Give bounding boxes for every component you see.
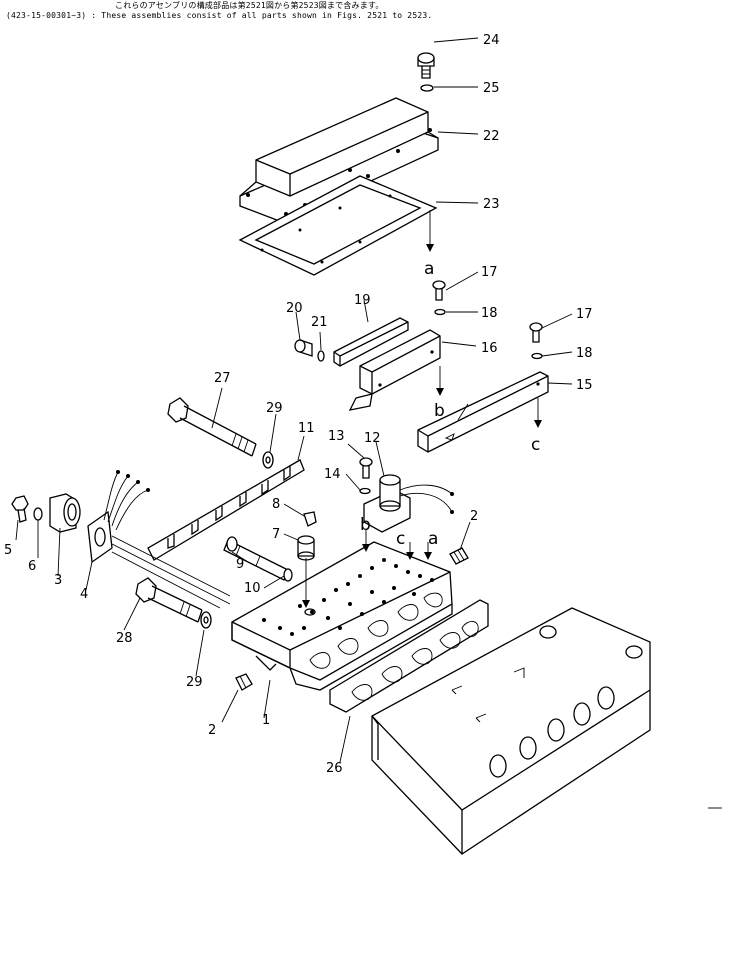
callout-27: 27: [214, 371, 231, 386]
cover-box-part-22: [239, 97, 439, 223]
callout-20: 20: [286, 301, 303, 316]
callout-26: 26: [326, 761, 343, 776]
callout-6: 6: [28, 559, 36, 574]
callout-5: 5: [4, 543, 12, 558]
header-english-note: (423-15-00301~3) : These assemblies cons…: [6, 11, 433, 20]
plug-part-2-left: [235, 673, 253, 691]
callout-10: 10: [244, 581, 261, 596]
callout-14: 14: [324, 467, 341, 482]
letter-c-bottom: c: [396, 529, 405, 549]
callout-8: 8: [272, 497, 280, 512]
callout-4: 4: [80, 587, 88, 602]
bolt-part-20: [294, 339, 313, 357]
connector-part-3: [49, 493, 81, 533]
callout-25: 25: [483, 81, 500, 96]
callout-28: 28: [116, 631, 133, 646]
bolt-part-17-right: [529, 322, 543, 343]
solenoid-part-12: [363, 474, 454, 533]
callout-22: 22: [483, 129, 500, 144]
callout-29: 29: [266, 401, 283, 416]
callout-7: 7: [272, 527, 280, 542]
letter-c-top: c: [531, 435, 540, 455]
callout-18: 18: [481, 306, 498, 321]
plug-part-8: [303, 511, 317, 527]
bolt-part-27: [167, 397, 257, 457]
callout-numbers: 24 25 22 23 17 18 17 18 16 15 19 20 21 2…: [4, 33, 593, 776]
washer-part-14: [359, 487, 371, 495]
valve-body-part-1: [231, 541, 453, 691]
letter-a-top: a: [424, 259, 434, 279]
callout-18b: 18: [576, 346, 593, 361]
leader-lines: [15, 37, 573, 763]
ring-part-10: [283, 568, 293, 582]
bolt-part-5: [11, 495, 29, 523]
gasket-part-23: [238, 175, 438, 276]
letter-b-top: b: [434, 401, 445, 421]
callout-9: 9: [236, 557, 244, 572]
callout-23: 23: [483, 197, 500, 212]
callout-24: 24: [483, 33, 500, 48]
bracket-part-19: [333, 317, 409, 367]
plate-part-4: [87, 470, 231, 609]
gasket-part-26: [329, 599, 489, 713]
bolt-part-24: [417, 52, 435, 79]
washer-part-29-lower: [200, 611, 212, 629]
washer-part-18-upper: [434, 308, 446, 316]
header-japanese-note: これらのアセンブリの構成部品は第2521図から第2523図まで含みます。: [115, 1, 384, 10]
spool-part-9: [223, 536, 289, 581]
plate-part-15: [417, 371, 549, 453]
plug-part-7: [297, 535, 315, 561]
screw-part-13: [359, 457, 373, 479]
reference-letters: a b c b c a: [360, 259, 540, 549]
callout-2b: 2: [208, 723, 216, 738]
callout-3: 3: [54, 573, 62, 588]
bracket-part-16: [348, 329, 441, 411]
callout-19: 19: [354, 293, 371, 308]
washer-part-18-right: [531, 352, 543, 360]
letter-a-bottom: a: [428, 529, 438, 549]
callout-12: 12: [364, 431, 381, 446]
callout-15: 15: [576, 378, 593, 393]
callout-1: 1: [262, 713, 270, 728]
washer-part-29-upper: [262, 451, 274, 469]
bolt-part-17-upper: [432, 280, 446, 301]
bolt-part-28: [135, 577, 203, 623]
housing-body: [371, 607, 651, 855]
flow-arrows: [302, 210, 722, 809]
callout-17b: 17: [576, 307, 593, 322]
callout-21: 21: [311, 315, 328, 330]
washer-part-6: [33, 507, 43, 521]
callout-13: 13: [328, 429, 345, 444]
callout-16: 16: [481, 341, 498, 356]
plug-part-2-right: [449, 547, 469, 565]
callout-29b: 29: [186, 675, 203, 690]
callout-11: 11: [298, 421, 315, 436]
washer-part-21: [317, 350, 325, 362]
letter-b-bottom: b: [360, 515, 371, 535]
washer-part-25: [420, 84, 434, 92]
callout-2: 2: [470, 509, 478, 524]
callout-17: 17: [481, 265, 498, 280]
